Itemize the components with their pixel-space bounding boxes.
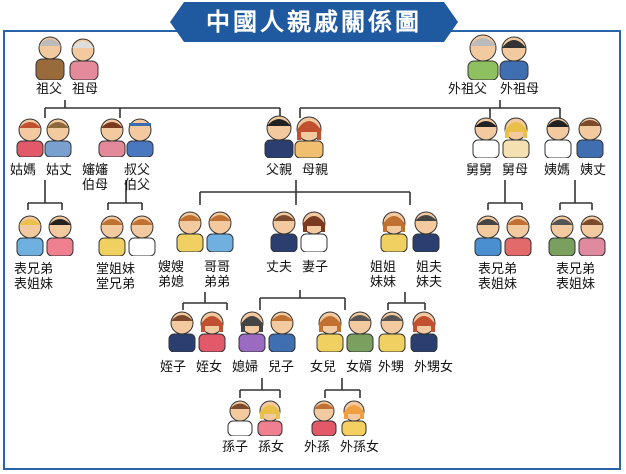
label-paternal-aunt: 姑媽 [10,163,37,178]
sister-children-figure [378,311,438,352]
daughter-grandchildren-figure [311,400,367,436]
label-grandfather: 祖父 [36,82,63,97]
label-younger-sister-husband: 妹夫 [416,275,443,290]
label-maternal-aunt: 姨媽 [544,163,571,178]
label-daughter: 女兒 [310,360,337,375]
label-niece: 姪女 [196,360,223,375]
label-maternal-uncle-cousin-male: 表兄弟 [478,262,518,277]
paternal-aunt-cousins-figure [16,215,74,256]
title-banner [170,2,458,42]
page-title: 中國人親戚關係圖 [206,8,422,36]
label-elder-brother: 哥哥 [204,260,231,275]
parents-figure [264,115,324,158]
label-father: 父親 [266,163,293,178]
label-younger-sister: 妹妹 [370,275,397,290]
son-couple-figure [238,311,296,352]
maternal-aunt-cousins-figure [548,215,606,256]
label-son: 兒子 [268,360,295,375]
label-uncle-cousin-male: 堂兄弟 [96,277,136,292]
label-maternal-uncle: 舅舅 [466,163,493,178]
label-maternal-aunt-cousin-female: 表姐妹 [556,277,596,292]
label-nephew: 姪子 [160,360,187,375]
maternal-uncle-cousins-figure [474,215,532,256]
label-paternal-aunt-husband: 姑丈 [46,163,73,178]
brothers-couple-figure [176,211,234,252]
label-son-in-law: 女婿 [346,360,373,375]
label-maternal-grandmother: 外祖母 [500,82,540,97]
label-grandmother: 祖母 [72,82,99,97]
label-daughter-son: 外孫 [304,440,331,455]
label-elder-brother-wife: 嫂嫂 [158,260,185,275]
label-maternal-uncle-cousin-female: 表姐妹 [478,277,518,292]
label-cousin-male: 表兄弟 [14,262,54,277]
label-uncle-wife: 嬸嬸 [82,163,109,178]
label-husband: 丈夫 [266,260,293,275]
label-uncle: 叔父 [124,163,151,178]
label-granddaughter: 孫女 [258,440,285,455]
uncle-couple-figure [98,118,154,157]
label-maternal-grandfather: 外祖父 [448,82,488,97]
label-elder-uncle-wife: 伯母 [82,178,109,193]
grandparents-figure [35,36,99,80]
uncle-cousins-figure [98,215,156,256]
label-daughter-daughter: 外孫女 [340,440,380,455]
label-elder-sister-husband: 姐夫 [416,260,443,275]
label-younger-brother: 弟弟 [204,275,231,290]
label-elder-sister: 姐姐 [370,260,397,275]
label-mother: 母親 [302,163,329,178]
label-younger-brother-wife: 弟媳 [158,275,185,290]
maternal-uncle-couple-figure [472,117,530,158]
label-cousin-female: 表姐妹 [14,277,54,292]
sisters-couple-figure [380,211,440,252]
self-couple-figure [270,211,328,252]
label-maternal-aunt-cousin-male: 表兄弟 [556,262,596,277]
daughter-couple-figure [316,311,374,352]
maternal-aunt-couple-figure [544,117,604,158]
label-sister-son: 外甥 [378,360,405,375]
label-sister-daughter: 外甥女 [414,360,454,375]
label-elder-uncle: 伯父 [124,178,151,193]
label-daughter-in-law: 媳婦 [232,360,259,375]
label-maternal-uncle-wife: 舅母 [502,163,529,178]
label-maternal-aunt-husband: 姨丈 [580,163,607,178]
paternal-aunt-couple-figure [16,118,72,157]
nephew-niece-figure [168,311,226,352]
grandchildren-figure [227,400,283,436]
label-uncle-cousin-female: 堂姐妹 [96,262,136,277]
label-grandson: 孫子 [222,440,249,455]
maternal-grandparents-figure [467,34,529,80]
label-wife: 妻子 [302,260,329,275]
